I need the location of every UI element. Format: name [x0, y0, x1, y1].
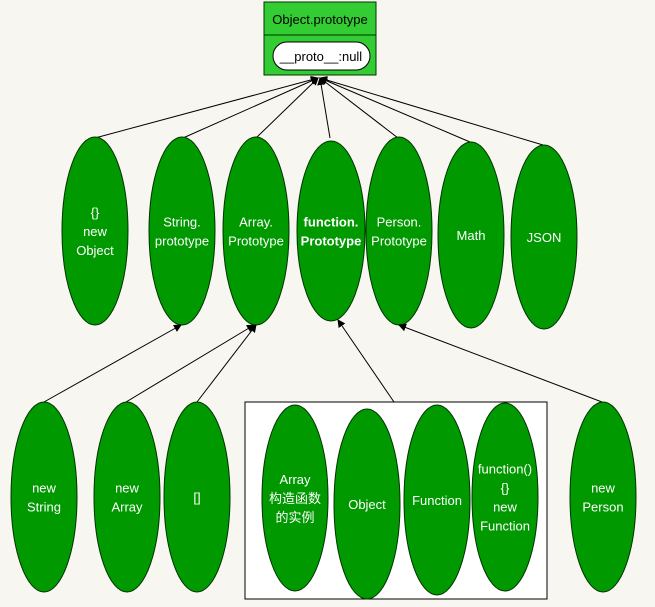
node-new-array-label-line: Array — [111, 500, 143, 515]
arrow-literal-array-to-array — [196, 324, 257, 403]
arrow-person-to-root — [319, 77, 399, 139]
arrow-object-to-root — [94, 75, 319, 139]
node-array-prototype-label-line: Array. — [239, 215, 273, 230]
node-new-object-shape — [61, 136, 129, 326]
node-string-prototype: String. prototype — [148, 136, 216, 326]
node-new-person-label-line: new — [591, 481, 615, 496]
arrow-newperson-to-person — [398, 323, 603, 403]
node-object-constructor-label-line: Object — [348, 497, 386, 512]
node-function-instance-label-line: new — [493, 500, 517, 515]
node-new-person-shape — [569, 401, 637, 593]
node-function-prototype-shape — [296, 140, 366, 322]
node-array-constructor-instance-label-line: 的实例 — [275, 510, 314, 525]
node-person-prototype-label-line: Prototype — [371, 234, 427, 249]
node-new-object-label-line: Object — [76, 243, 114, 258]
node-json: JSON — [510, 144, 578, 330]
node-array-constructor-instance-label-line: Array — [279, 472, 311, 487]
node-array-constructor-instance-shape — [261, 404, 329, 592]
node-math-shape — [437, 141, 505, 329]
proto-null-pill — [272, 41, 371, 71]
node-array-prototype-label-line: Prototype — [228, 234, 284, 249]
arrow-newstring-to-string — [43, 324, 182, 403]
node-string-prototype-label-line: prototype — [155, 234, 209, 249]
node-new-object-label-line: {} — [91, 205, 100, 220]
node-new-string-shape — [10, 401, 78, 593]
node-object-constructor-shape — [333, 408, 401, 600]
arrow-function-to-root — [317, 77, 331, 139]
object-prototype-box: Object.prototype __proto__:null — [263, 1, 377, 76]
node-array-prototype: Array. Prototype — [222, 136, 290, 326]
arrow-string-to-root — [182, 77, 319, 139]
arrow-group-to-function — [337, 319, 395, 403]
node-array-literal-shape — [163, 401, 231, 593]
arrow-newarray-to-array — [125, 324, 255, 403]
node-function-instance-label-line: function() — [478, 462, 532, 477]
node-function-constructor: Function — [403, 404, 471, 596]
node-function-instance-label-line: {} — [501, 481, 510, 496]
node-new-string-label-line: String — [27, 500, 61, 515]
node-new-object-label-line: new — [83, 224, 107, 239]
node-person-prototype-label-line: Person. — [377, 215, 422, 230]
proto-null-label: __proto__:null — [279, 49, 363, 64]
node-math: Math — [437, 141, 505, 329]
node-array-prototype-shape — [222, 136, 290, 326]
node-new-array-shape — [93, 401, 161, 593]
node-array-literal-label-line: [] — [193, 490, 200, 505]
node-array-constructor-instance-label-line: 构造函数 — [269, 491, 321, 506]
node-function-prototype: function. Prototype — [296, 140, 366, 322]
node-new-string-label-line: new — [32, 481, 56, 496]
node-json-label-line: JSON — [527, 230, 562, 245]
node-math-label-line: Math — [457, 228, 486, 243]
node-new-person-label-line: Person — [582, 500, 623, 515]
node-json-shape — [510, 144, 578, 330]
node-function-instance-label-line: Function — [480, 519, 530, 534]
node-function-constructor-label-line: Function — [412, 493, 462, 508]
arrow-math-to-root — [319, 77, 471, 143]
node-string-prototype-label-line: String. — [163, 215, 201, 230]
node-person-prototype-shape — [365, 136, 433, 326]
node-new-array-label-line: new — [115, 481, 139, 496]
node-object-constructor: Object — [333, 408, 401, 600]
node-string-prototype-shape — [148, 136, 216, 326]
arrows-to-prototypes — [43, 319, 603, 403]
arrow-json-to-root — [319, 76, 544, 146]
node-person-prototype: Person. Prototype — [365, 136, 433, 326]
arrows-to-object-prototype — [94, 75, 544, 146]
node-function-prototype-label-line: Prototype — [301, 234, 362, 249]
node-array-literal: [] — [163, 401, 231, 593]
node-function-instance-shape — [471, 402, 539, 592]
object-prototype-title: Object.prototype — [272, 12, 367, 27]
node-function-prototype-label-line: function. — [304, 215, 359, 230]
node-function-constructor-shape — [403, 404, 471, 596]
arrow-array-to-root — [255, 77, 319, 139]
